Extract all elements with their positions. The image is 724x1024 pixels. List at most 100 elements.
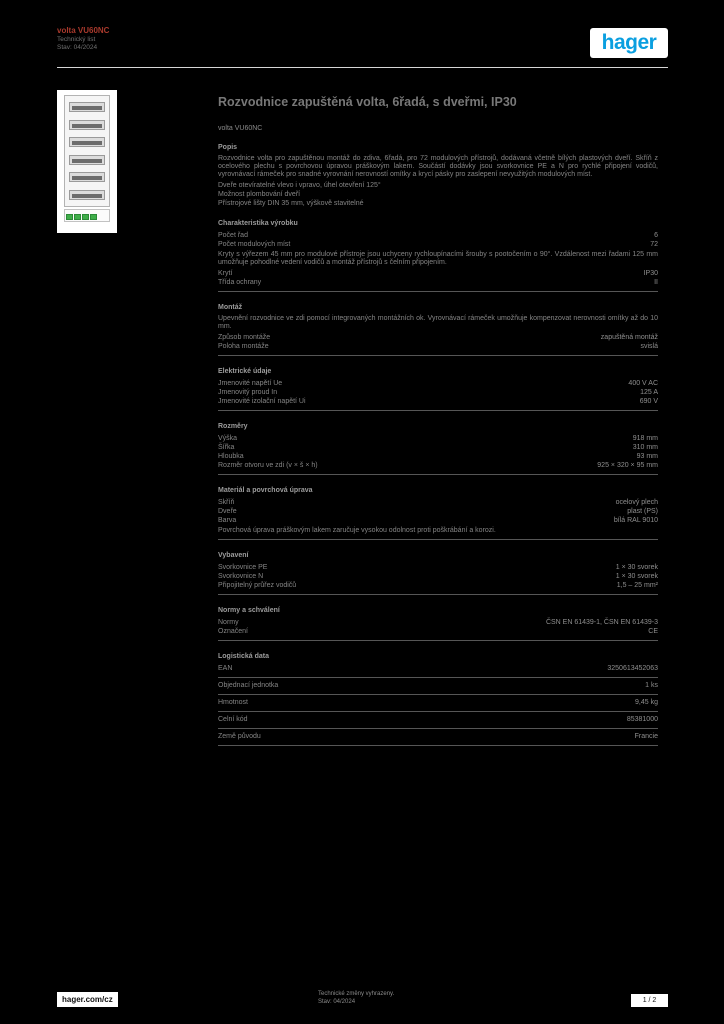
- cabinet-slot: [69, 154, 105, 165]
- spec-label: Počet řad: [218, 232, 248, 239]
- section-divider: [218, 594, 658, 595]
- spec-value: IP30: [643, 270, 658, 277]
- spec-row: Krytí IP30: [218, 269, 658, 278]
- spec-value: 3250613452063: [607, 665, 658, 672]
- spec-label: Hmotnost: [218, 699, 248, 706]
- section-heading: Charakteristika výrobku: [218, 220, 298, 227]
- spec-value: zapuštěná montáž: [600, 334, 658, 341]
- spec-value: bílá RAL 9010: [613, 517, 658, 524]
- terminal-block: [66, 214, 73, 220]
- footer-url-box[interactable]: hager.com/cz: [57, 992, 118, 1007]
- spec-value: 9,45 kg: [635, 699, 658, 706]
- spec-row: Možnost plombování dveří: [218, 190, 658, 199]
- spec-value: 1 ks: [645, 682, 658, 689]
- section-heading: Materiál a povrchová úprava: [218, 487, 313, 494]
- spec-row: Objednací jednotka 1 ks: [218, 681, 658, 690]
- row-divider: [218, 694, 658, 695]
- section-divider: [218, 410, 658, 411]
- cabinet-slot: [69, 172, 105, 183]
- spec-label: Třída ochrany: [218, 279, 262, 286]
- cabinet-slot: [69, 119, 105, 130]
- section-heading: Popis: [218, 144, 238, 151]
- spec-label: Možnost plombování dveří: [218, 191, 301, 198]
- spec-value: svislá: [640, 343, 658, 350]
- spec-value: 400 V AC: [628, 380, 658, 387]
- row-divider: [218, 711, 658, 712]
- spec-label: Krytí: [218, 270, 233, 277]
- row-divider: [218, 677, 658, 678]
- spec-value: 310 mm: [632, 444, 658, 451]
- spec-paragraph: Rozvodnice volta pro zapuštěnou montáž d…: [218, 155, 658, 178]
- page-header: volta VU60NC Technický list Stav: 04/202…: [57, 26, 109, 52]
- cabinet-base: [64, 209, 110, 222]
- spec-label: Barva: [218, 517, 237, 524]
- hager-logo: hager: [590, 28, 668, 58]
- section-heading: Rozměry: [218, 423, 248, 430]
- footer-url[interactable]: hager.com/cz: [62, 995, 113, 1004]
- spec-value: 918 mm: [632, 435, 658, 442]
- spec-value: 690 V: [639, 398, 658, 405]
- page-title: Rozvodnice zapuštěná volta, 6řadá, s dve…: [218, 95, 517, 109]
- spec-row: Třída ochrany II: [218, 278, 658, 287]
- spec-row: Barva bílá RAL 9010: [218, 516, 658, 525]
- spec-row: Hmotnost 9,45 kg: [218, 698, 658, 707]
- spec-label: Dveře otevíratelné vlevo i vpravo, úhel …: [218, 182, 381, 189]
- cabinet-slot-groove: [72, 158, 102, 163]
- section-divider: [218, 291, 658, 292]
- footer-note-line2: Stav: 04/2024: [318, 998, 356, 1005]
- spec-label: Dveře: [218, 508, 237, 515]
- footer-note-line1: Technické změny vyhrazeny.: [318, 991, 395, 997]
- section-heading: Normy a schválení: [218, 607, 280, 614]
- cabinet-slot-groove: [72, 123, 102, 128]
- cabinet-slot: [69, 189, 105, 200]
- product-subtitle: volta VU60NC: [218, 125, 263, 132]
- section-heading: Elektrické údaje: [218, 368, 272, 375]
- spec-value: II: [654, 279, 658, 286]
- hager-logo-text: hager: [601, 31, 657, 54]
- spec-row: Dveře otevíratelné vlevo i vpravo, úhel …: [218, 181, 658, 190]
- row-divider: [218, 728, 658, 729]
- spec-label: Šířka: [218, 444, 235, 451]
- spec-row: Přístrojové lišty DIN 35 mm, výškově sta…: [218, 199, 658, 208]
- spec-row: Rozměr otvoru ve zdi (v × š × h)925 × 32…: [218, 461, 658, 470]
- spec-value: 925 × 320 × 95 mm: [597, 462, 658, 469]
- spec-label: Označení: [218, 628, 248, 635]
- section-heading: Logistická data: [218, 653, 269, 660]
- spec-label: Objednací jednotka: [218, 682, 279, 689]
- document-type: Technický list: [57, 36, 96, 43]
- section-divider: [218, 640, 658, 641]
- spec-label: Celní kód: [218, 716, 248, 723]
- product-reference: volta VU60NC: [57, 26, 110, 35]
- cabinet-slot-groove: [72, 141, 102, 146]
- image-column: [57, 90, 117, 233]
- spec-label: EAN: [218, 665, 233, 672]
- terminal-strip: [66, 214, 97, 220]
- spec-label: Skříň: [218, 499, 235, 506]
- spec-value: CE: [648, 628, 658, 635]
- spec-value: Francie: [634, 733, 658, 740]
- header-divider: [57, 67, 668, 68]
- spec-value: 125 A: [640, 389, 658, 396]
- spec-label: Poloha montáže: [218, 343, 269, 350]
- spec-row: Poloha montáže svislá: [218, 342, 658, 351]
